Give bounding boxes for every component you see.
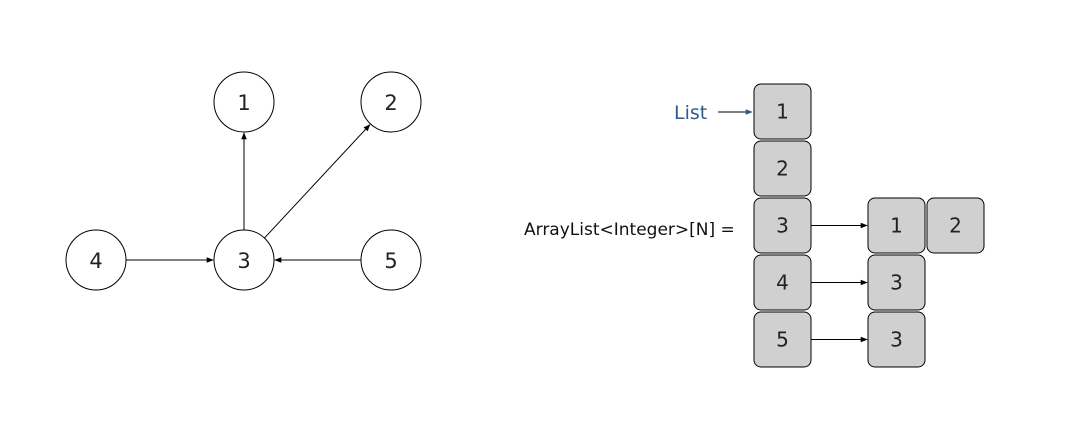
- node-label: 4: [89, 249, 102, 273]
- adjacency-row-2: 2: [753, 140, 812, 197]
- array-cell-box: [753, 83, 812, 140]
- neighbor-cell-label: 1: [890, 214, 903, 238]
- array-cell: 5: [753, 311, 812, 368]
- directed-graph: 1 2 3 4 5: [65, 71, 422, 291]
- node-label: 1: [237, 91, 250, 115]
- graph-node-5: 5: [360, 229, 422, 291]
- list-pointer-label: List: [674, 102, 707, 124]
- array-cell-label: 4: [776, 271, 789, 295]
- node-label: 3: [237, 249, 250, 273]
- neighbor-cell: 2: [926, 197, 985, 254]
- edge-3-to-2: [264, 124, 371, 239]
- node-circle: [360, 229, 422, 291]
- array-cell: 4: [753, 254, 812, 311]
- graph-node-3: 3: [213, 229, 275, 291]
- graph-node-2: 2: [360, 71, 422, 133]
- node-circle: [213, 71, 275, 133]
- array-cell-label: 5: [776, 328, 789, 352]
- arraylist-declaration: ArrayList<Integer>[N] =: [524, 220, 735, 240]
- neighbor-cell-box: [867, 311, 926, 368]
- array-cell-label: 3: [776, 214, 789, 238]
- neighbor-cell-box: [926, 197, 985, 254]
- array-cell: 2: [753, 140, 812, 197]
- array-cell-label: 1: [776, 100, 789, 124]
- array-cell-label: 2: [776, 157, 789, 181]
- adjacency-row-3: 3 1 2: [753, 197, 985, 254]
- node-label: 5: [384, 249, 397, 273]
- graph-nodes: 1 2 3 4 5: [65, 71, 422, 291]
- array-cell: 1: [753, 83, 812, 140]
- graph-node-1: 1: [213, 71, 275, 133]
- node-circle: [65, 229, 127, 291]
- node-circle: [360, 71, 422, 133]
- neighbor-cell: 3: [867, 311, 926, 368]
- neighbor-cell-label: 3: [890, 271, 903, 295]
- node-circle: [213, 229, 275, 291]
- neighbor-cell-box: [867, 197, 926, 254]
- array-cell-box: [753, 140, 812, 197]
- graph-edges: [126, 124, 371, 263]
- neighbor-cell-box: [867, 254, 926, 311]
- neighbor-cell: 3: [867, 254, 926, 311]
- adjacency-row-1: 1: [753, 83, 812, 140]
- node-label: 2: [384, 91, 397, 115]
- neighbor-cell: 1: [867, 197, 926, 254]
- graph-node-4: 4: [65, 229, 127, 291]
- neighbor-cell-label: 3: [890, 328, 903, 352]
- array-cell: 3: [753, 197, 812, 254]
- neighbor-cell-label: 2: [949, 214, 962, 238]
